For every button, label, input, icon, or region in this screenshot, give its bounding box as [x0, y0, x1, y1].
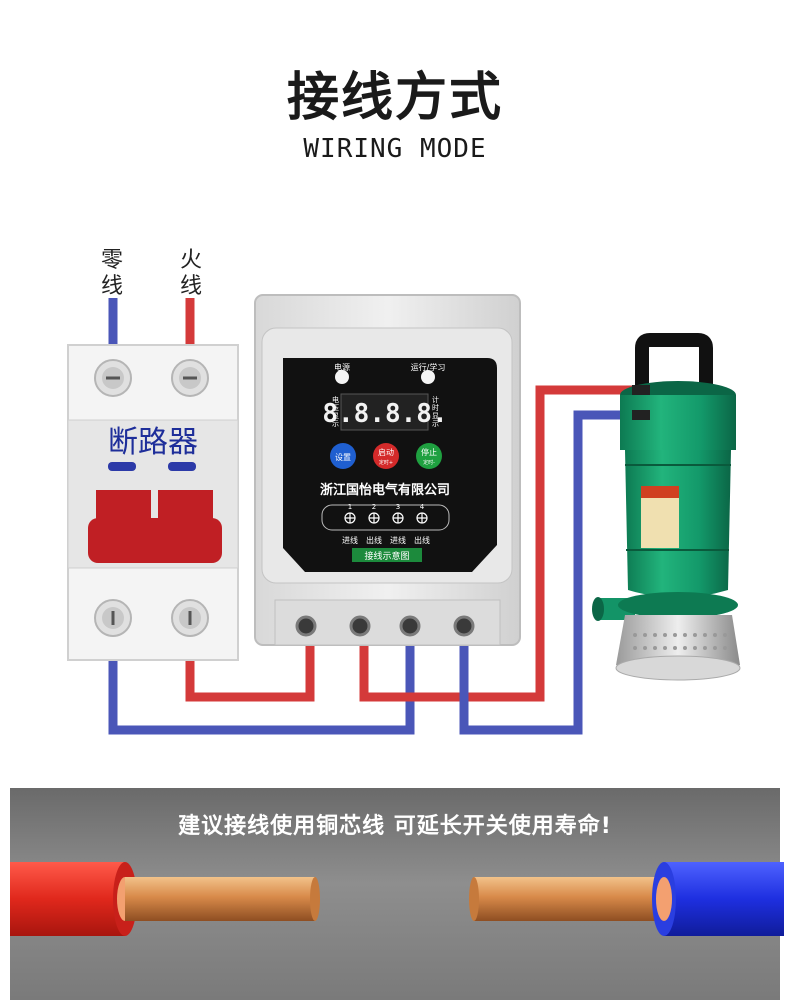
live-wire-label: 火 线	[179, 248, 202, 299]
neutral-wire-to-pump	[459, 410, 632, 735]
live-wire-to-pump	[359, 385, 632, 702]
set-button-label: 设置	[335, 452, 351, 462]
terminal-number-1: 1	[348, 503, 352, 511]
copper-wire-illustration	[10, 862, 784, 936]
terminal-number-3: 3	[396, 503, 400, 511]
wiring-diagram: 断路器 电源 运行/学习 8.8.8.8. 设置 启动 定时	[67, 294, 741, 735]
water-pump	[592, 333, 741, 681]
stop-button-label: 停止	[421, 447, 437, 457]
stop-button-sublabel: 定时-	[423, 459, 435, 466]
terminal-number-4: 4	[420, 503, 425, 511]
terminal-label-4: 出线	[414, 535, 430, 545]
terminal-number-2: 2	[372, 503, 376, 511]
terminal-label-3: 进线	[390, 535, 406, 545]
neutral-wire-to-terminal-3	[108, 630, 415, 735]
live-wire-to-terminal-1	[185, 630, 315, 702]
page-subtitle: WIRING MODE	[303, 134, 487, 164]
terminal-label-2: 出线	[366, 535, 382, 545]
pump-controller	[254, 294, 521, 646]
company-name: 浙江国怡电气有限公司	[320, 482, 450, 498]
advice-text: 建议接线使用铜芯线 可延长开关使用寿命!	[178, 814, 612, 839]
red-insulation	[10, 862, 125, 936]
wiring-diagram-label: 接线示意图	[364, 550, 409, 562]
power-led-label: 电源	[334, 362, 350, 372]
blue-insulation	[664, 862, 784, 936]
run-led-label: 运行/学习	[411, 362, 446, 372]
circuit-breaker	[67, 344, 239, 661]
voltage-display-label: 电压显示	[332, 395, 339, 428]
left-copper-core	[125, 877, 315, 921]
terminal-plus-icons	[344, 512, 428, 524]
page-title: 接线方式	[286, 68, 503, 128]
breaker-label: 断路器	[108, 425, 198, 460]
time-display-label: 计时显示	[432, 395, 439, 428]
neutral-wire-label: 零 线	[100, 248, 123, 299]
right-copper-core	[474, 877, 664, 921]
terminal-label-1: 进线	[342, 535, 358, 545]
digital-display: 8.8.8.8.	[322, 399, 447, 429]
start-button-label: 启动	[378, 447, 394, 457]
start-button-sublabel: 定时+	[379, 459, 393, 466]
